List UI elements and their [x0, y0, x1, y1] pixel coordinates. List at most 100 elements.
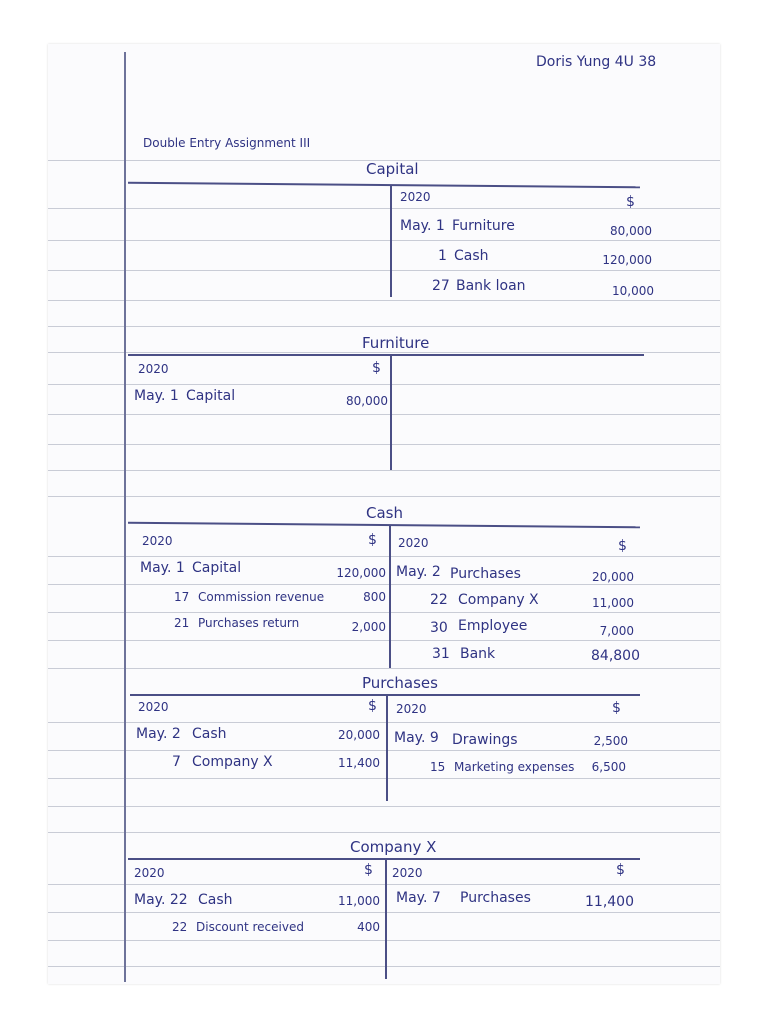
cash-dr-date: 21 [174, 616, 190, 630]
cash-cr-desc: Employee [458, 618, 528, 634]
company-x-cr-year: 2020 [392, 866, 423, 880]
capital-cr-amount: 10,000 [612, 284, 654, 298]
company-x-dr-amount: 400 [357, 920, 380, 934]
ruled-line [48, 352, 720, 353]
company-x-dr-amount: 11,000 [338, 894, 380, 908]
furniture-top-line [128, 354, 644, 356]
ruled-line [48, 640, 720, 641]
ruled-line [48, 940, 720, 941]
cash-divider [389, 526, 391, 668]
notebook-page [48, 44, 720, 984]
capital-cr-desc: Bank loan [456, 278, 526, 294]
cash-dr-currency: $ [368, 532, 377, 548]
purchases-dr-amount: 11,400 [338, 756, 380, 770]
purchases-cr-year: 2020 [396, 702, 427, 716]
ruled-line [48, 444, 720, 445]
capital-cr-desc: Cash [454, 248, 489, 264]
purchases-dr-date: May. 2 [136, 726, 181, 742]
margin-line [124, 52, 126, 982]
cash-cr-date: 30 [430, 620, 448, 636]
ruled-line [48, 778, 720, 779]
ruled-line [48, 722, 720, 723]
ruled-line [48, 912, 720, 913]
ruled-line [48, 832, 720, 833]
cash-title: Cash [366, 504, 403, 522]
furniture-divider [390, 355, 392, 470]
ruled-line [48, 300, 720, 301]
capital-cr-date: 27 [432, 278, 450, 294]
capital-divider [390, 185, 392, 297]
cash-cr-date: May. 2 [396, 564, 441, 580]
company-x-dr-year: 2020 [134, 866, 165, 880]
ruled-line [48, 414, 720, 415]
ruled-line [48, 556, 720, 557]
furniture-dr-currency: $ [372, 360, 381, 376]
company-x-cr-date: May. 7 [396, 890, 441, 906]
cash-cr-amount: 20,000 [592, 570, 634, 584]
company-x-cr-amount: 11,400 [585, 894, 634, 910]
cash-dr-date: May. 1 [140, 560, 185, 576]
ruled-line [48, 270, 720, 271]
cash-cr-year: 2020 [398, 536, 429, 550]
assignment-title: Double Entry Assignment III [143, 136, 311, 150]
capital-cr-date: 1 [438, 248, 447, 264]
ruled-line [48, 208, 720, 209]
purchases-dr-year: 2020 [138, 700, 169, 714]
company-x-dr-currency: $ [364, 862, 373, 878]
company-x-top-line [128, 858, 640, 860]
capital-cr-amount: 120,000 [602, 253, 652, 267]
ruled-line [48, 326, 720, 327]
purchases-dr-desc: Cash [192, 726, 227, 742]
furniture-dr-desc: Capital [186, 388, 236, 404]
student-name: Doris Yung 4U 38 [536, 54, 657, 70]
purchases-cr-amount: 2,500 [593, 734, 628, 748]
company-x-dr-desc: Cash [198, 892, 233, 908]
cash-cr-amount: 11,000 [592, 596, 634, 610]
capital-cr-amount: 80,000 [610, 224, 652, 238]
capital-cr-year: 2020 [400, 190, 431, 204]
cash-dr-amount: 120,000 [336, 566, 386, 580]
capital-title: Capital [366, 160, 419, 178]
furniture-dr-amount: 80,000 [346, 394, 388, 408]
cash-dr-amount: 800 [363, 590, 386, 604]
capital-cr-date: May. 1 [400, 218, 445, 234]
capital-cr-currency: $ [626, 194, 635, 210]
ruled-line [48, 668, 720, 669]
purchases-title: Purchases [362, 674, 438, 692]
cash-cr-desc: Company X [458, 592, 539, 608]
purchases-dr-currency: $ [368, 698, 377, 714]
ruled-line [48, 240, 720, 241]
purchases-top-line [130, 694, 640, 696]
cash-dr-desc: Commission revenue [198, 590, 325, 604]
cash-cr-date: 31 [432, 646, 450, 662]
purchases-dr-amount: 20,000 [338, 728, 380, 742]
cash-cr-amount: 7,000 [599, 624, 634, 638]
cash-dr-year: 2020 [142, 534, 173, 548]
cash-cr-amount: 84,800 [591, 648, 640, 664]
ruled-line [48, 470, 720, 471]
company-x-cr-currency: $ [616, 862, 625, 878]
ruled-line [48, 384, 720, 385]
purchases-cr-desc: Drawings [452, 732, 518, 748]
purchases-divider [386, 695, 388, 801]
cash-cr-desc: Purchases [450, 566, 521, 582]
purchases-cr-currency: $ [612, 700, 621, 716]
company-x-dr-date: 22 [172, 920, 188, 934]
purchases-dr-desc: Company X [192, 754, 273, 770]
purchases-dr-date: 7 [172, 754, 181, 770]
cash-cr-currency: $ [618, 538, 627, 554]
cash-dr-date: 17 [174, 590, 190, 604]
cash-cr-desc: Bank [460, 646, 496, 662]
ruled-line [48, 884, 720, 885]
purchases-cr-amount: 6,500 [591, 760, 626, 774]
cash-dr-amount: 2,000 [351, 620, 386, 634]
ruled-line [48, 496, 720, 497]
ruled-line [48, 612, 720, 613]
company-x-divider [385, 859, 387, 979]
ruled-line [48, 160, 720, 161]
furniture-dr-date: May. 1 [134, 388, 179, 404]
purchases-cr-desc: Marketing expenses [454, 760, 575, 774]
company-x-dr-date: May. 22 [134, 892, 188, 908]
ruled-line [48, 750, 720, 751]
company-x-title: Company X [350, 838, 437, 856]
